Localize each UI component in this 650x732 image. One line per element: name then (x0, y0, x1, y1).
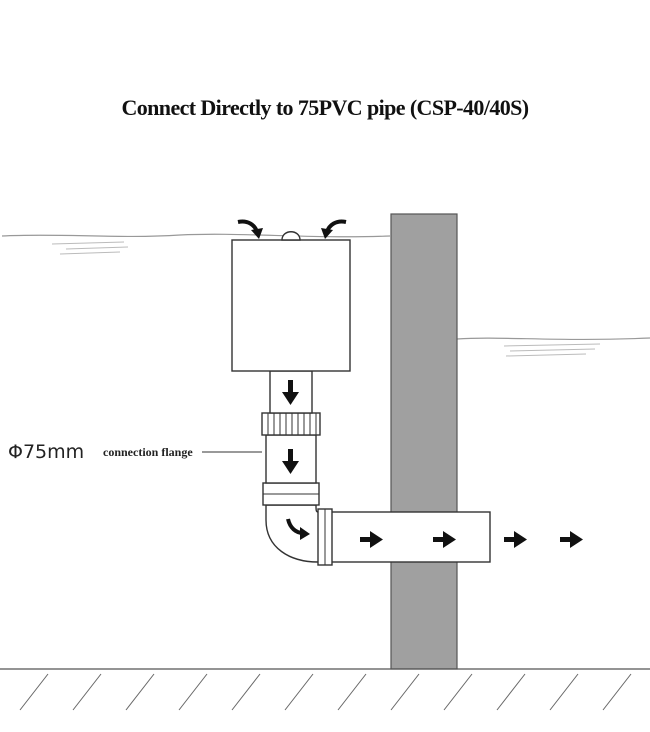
horizontal-pipe (329, 511, 491, 563)
arrow-right-icon (504, 531, 527, 548)
water-ripple (65, 246, 129, 250)
curved-arrow-icon (237, 219, 263, 239)
flange-label: connection flange (103, 445, 193, 459)
diagram-title: Connect Directly to 75PVC pipe (CSP-40/4… (121, 95, 529, 120)
curved-arrow-icon (286, 518, 310, 540)
water-ripple (59, 251, 121, 255)
water-ripple (505, 353, 587, 357)
arrow-down-icon (282, 380, 299, 405)
arrow-down-icon (282, 449, 299, 474)
arrow-right-icon (433, 531, 456, 548)
nut-ridges (267, 413, 317, 435)
threaded-nut (261, 412, 321, 436)
ground-hatching (19, 673, 632, 711)
water-ripple (51, 241, 125, 245)
water-ripple (503, 343, 601, 347)
skimmer-body (231, 239, 351, 372)
skimmer-handle (281, 231, 301, 241)
arrow-right-icon (560, 531, 583, 548)
arrow-right-icon (360, 531, 383, 548)
curved-arrow-icon (321, 219, 347, 239)
water-ripple (509, 348, 596, 352)
water-surface-right (456, 337, 650, 341)
diameter-label: Φ75mm (8, 441, 84, 463)
wall (390, 213, 458, 670)
water-surface-left (1, 233, 391, 238)
